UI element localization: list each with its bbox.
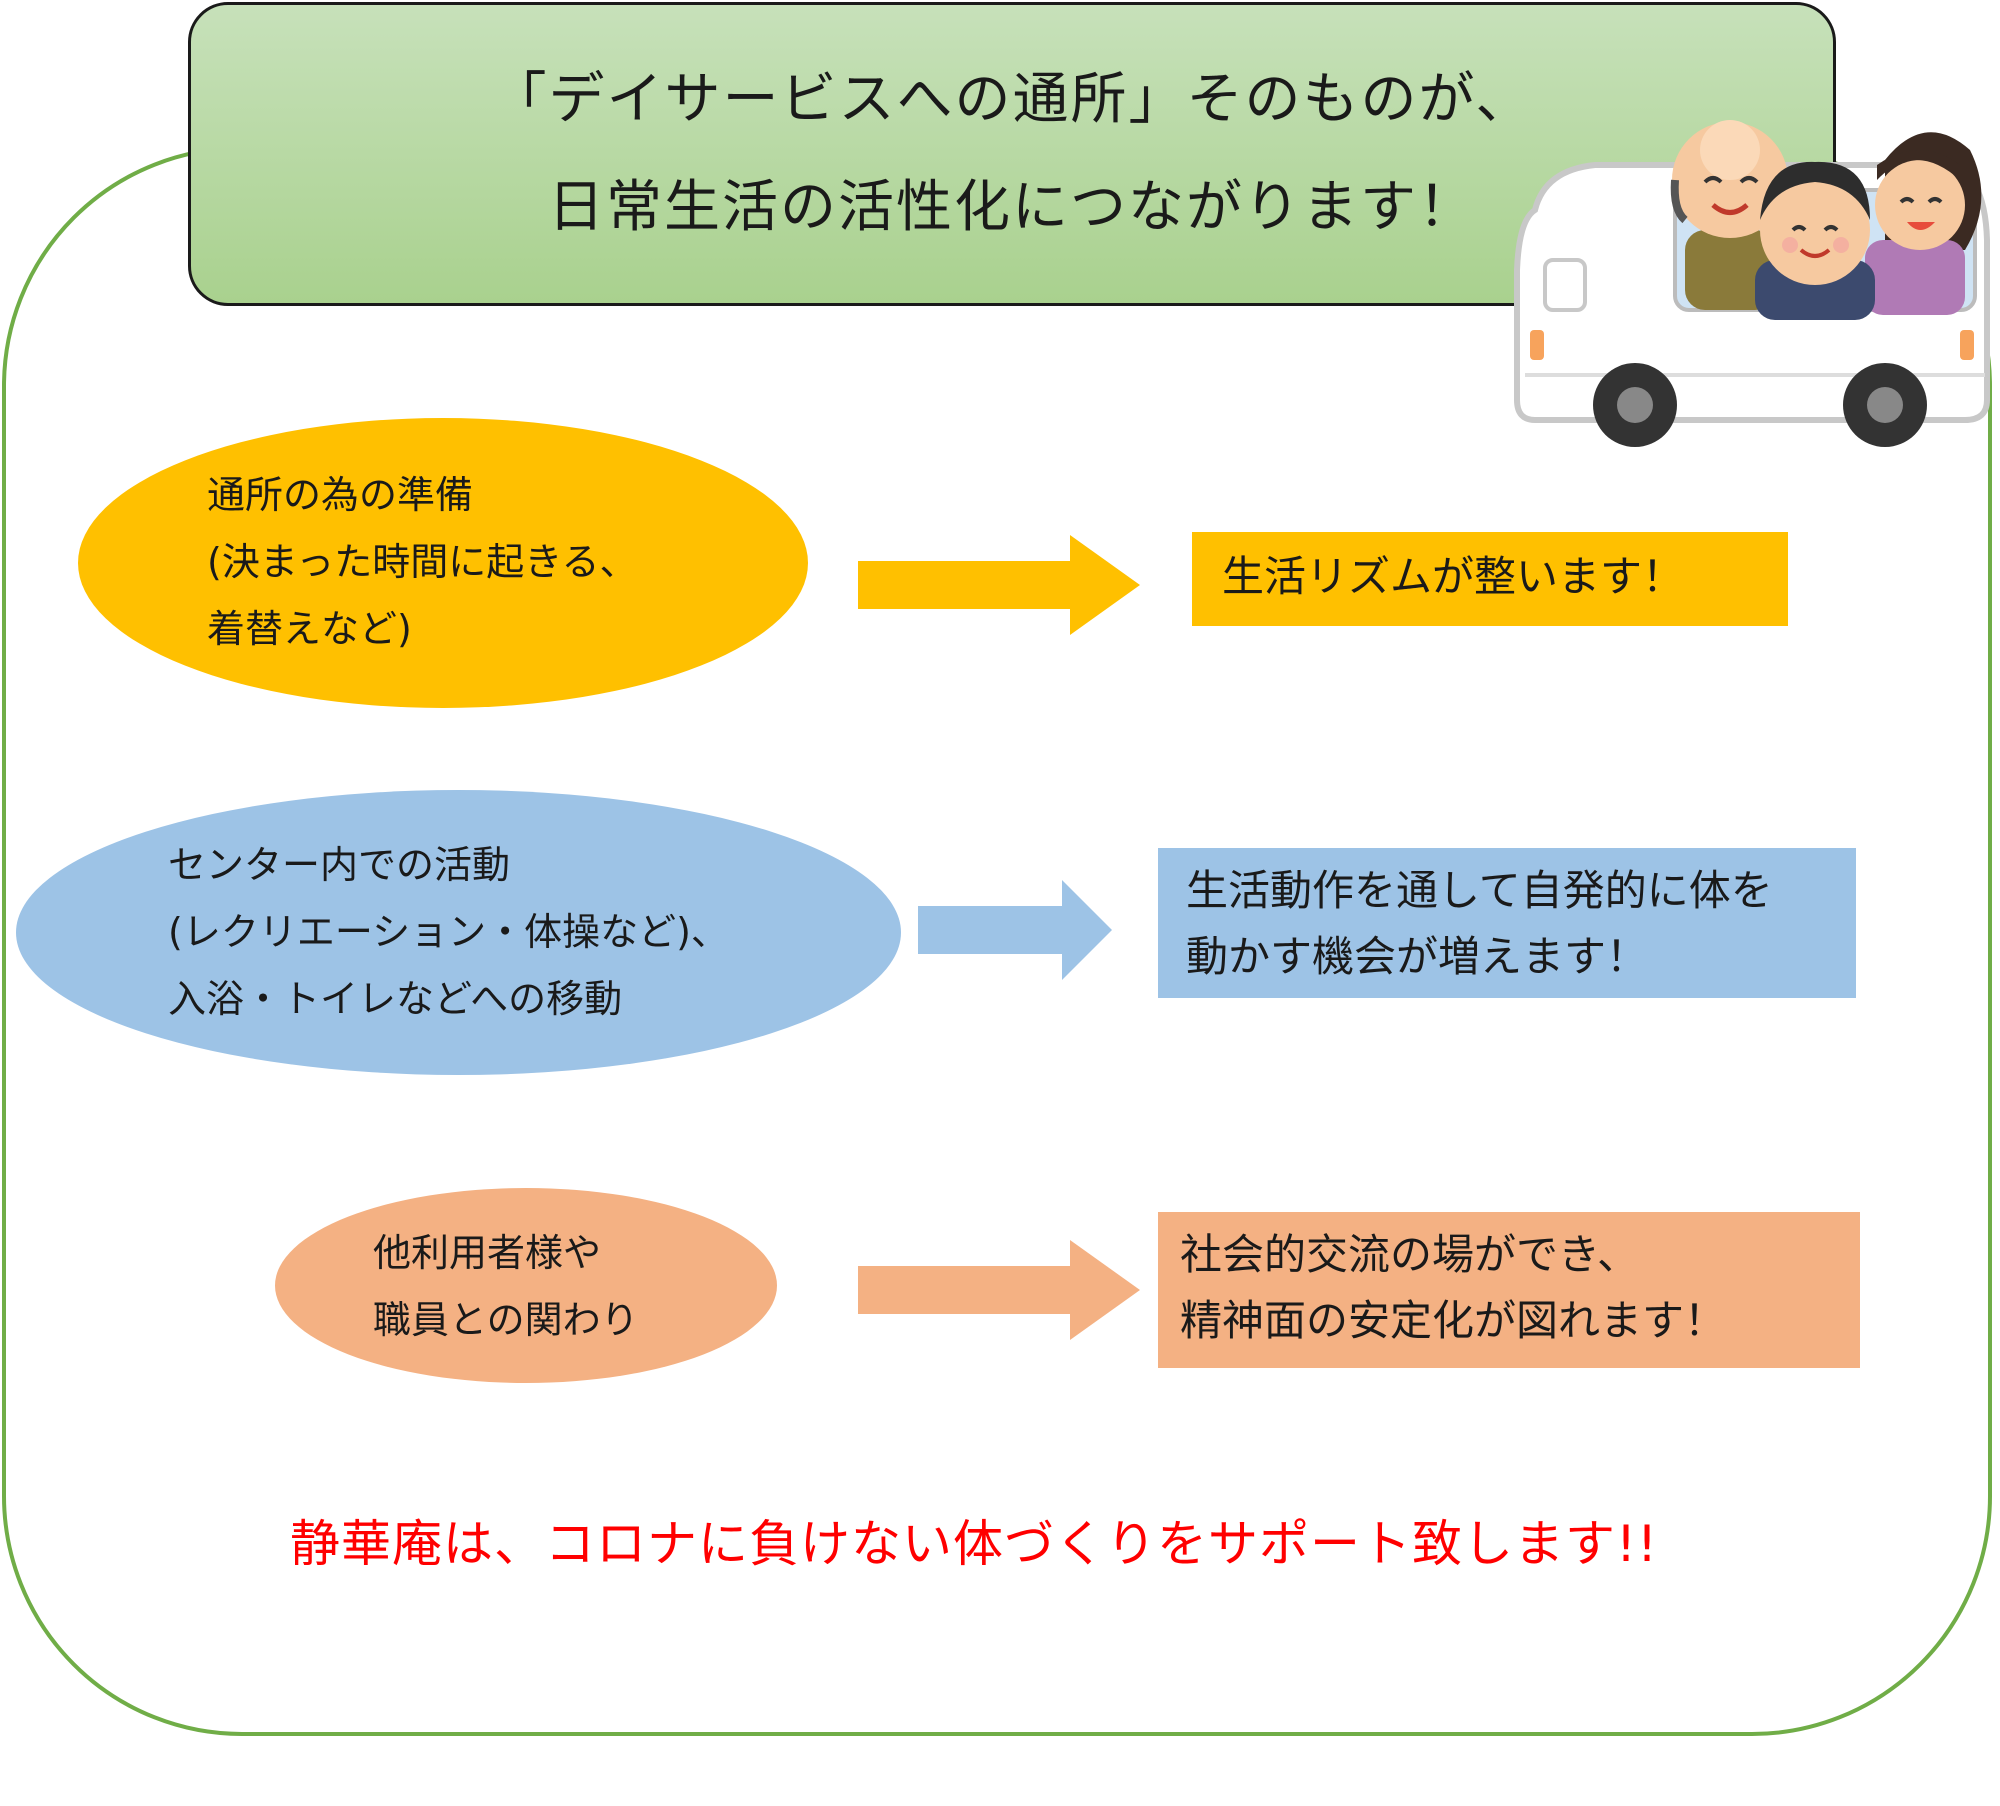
right-arrow-icon-1 [858,535,1140,635]
effect-3-line-2: 精神面の安定化が図れます！ [1180,1296,1727,1345]
effect-3-line-1: 社会的交流の場ができ、 [1180,1230,1640,1279]
effect-box-3: 社会的交流の場ができ、 精神面の安定化が図れます！ [1158,1212,1860,1368]
cause-1-line-1: 通所の為の準備 [207,473,474,517]
cause-3-line-1: 他利用者様や [373,1231,602,1275]
effect-box-1: 生活リズムが整います！ [1192,532,1788,626]
cause-ellipse-1 [78,418,808,708]
cause-text-2: センター内での活動 (レクリエーション・体操など)、 入浴・トイレなどへの移動 [168,832,729,1033]
effect-1-line-1: 生活リズムが整います！ [1222,552,1685,601]
effect-2-line-2: 動かす機会が増えます！ [1186,932,1649,981]
right-arrow-icon-3 [858,1240,1140,1340]
effect-2-line-1: 生活動作を通して自発的に体を [1186,866,1773,915]
cause-2-line-1: センター内での活動 [168,843,511,887]
right-arrow-icon-2 [918,880,1112,980]
cause-ellipse-2 [16,790,901,1075]
cause-text-1: 通所の為の準備 (決まった時間に起きる、 着替えなど) [207,462,638,663]
cause-2-line-3: 入浴・トイレなどへの移動 [168,977,623,1021]
closing-message: 静華庵は、コロナに負けない体づくりをサポート致します!! [290,1515,1659,1573]
cause-1-line-3: 着替えなど) [207,607,412,651]
cause-ellipse-3 [275,1188,777,1383]
bus-with-seniors-icon [1514,120,1990,447]
header-banner: 「デイサービスへの通所」そのものが、 日常生活の活性化につながります！ [188,2,1836,306]
header-line-2: 日常生活の活性化につながります！ [548,175,1476,240]
cause-1-line-2: (決まった時間に起きる、 [207,540,638,584]
cause-text-3: 他利用者様や 職員との関わり [373,1220,639,1354]
header-line-1: 「デイサービスへの通所」そのものが、 [490,67,1534,132]
cause-2-line-2: (レクリエーション・体操など)、 [168,910,729,954]
cause-3-line-2: 職員との関わり [373,1298,639,1342]
effect-box-2: 生活動作を通して自発的に体を 動かす機会が増えます！ [1158,848,1856,998]
